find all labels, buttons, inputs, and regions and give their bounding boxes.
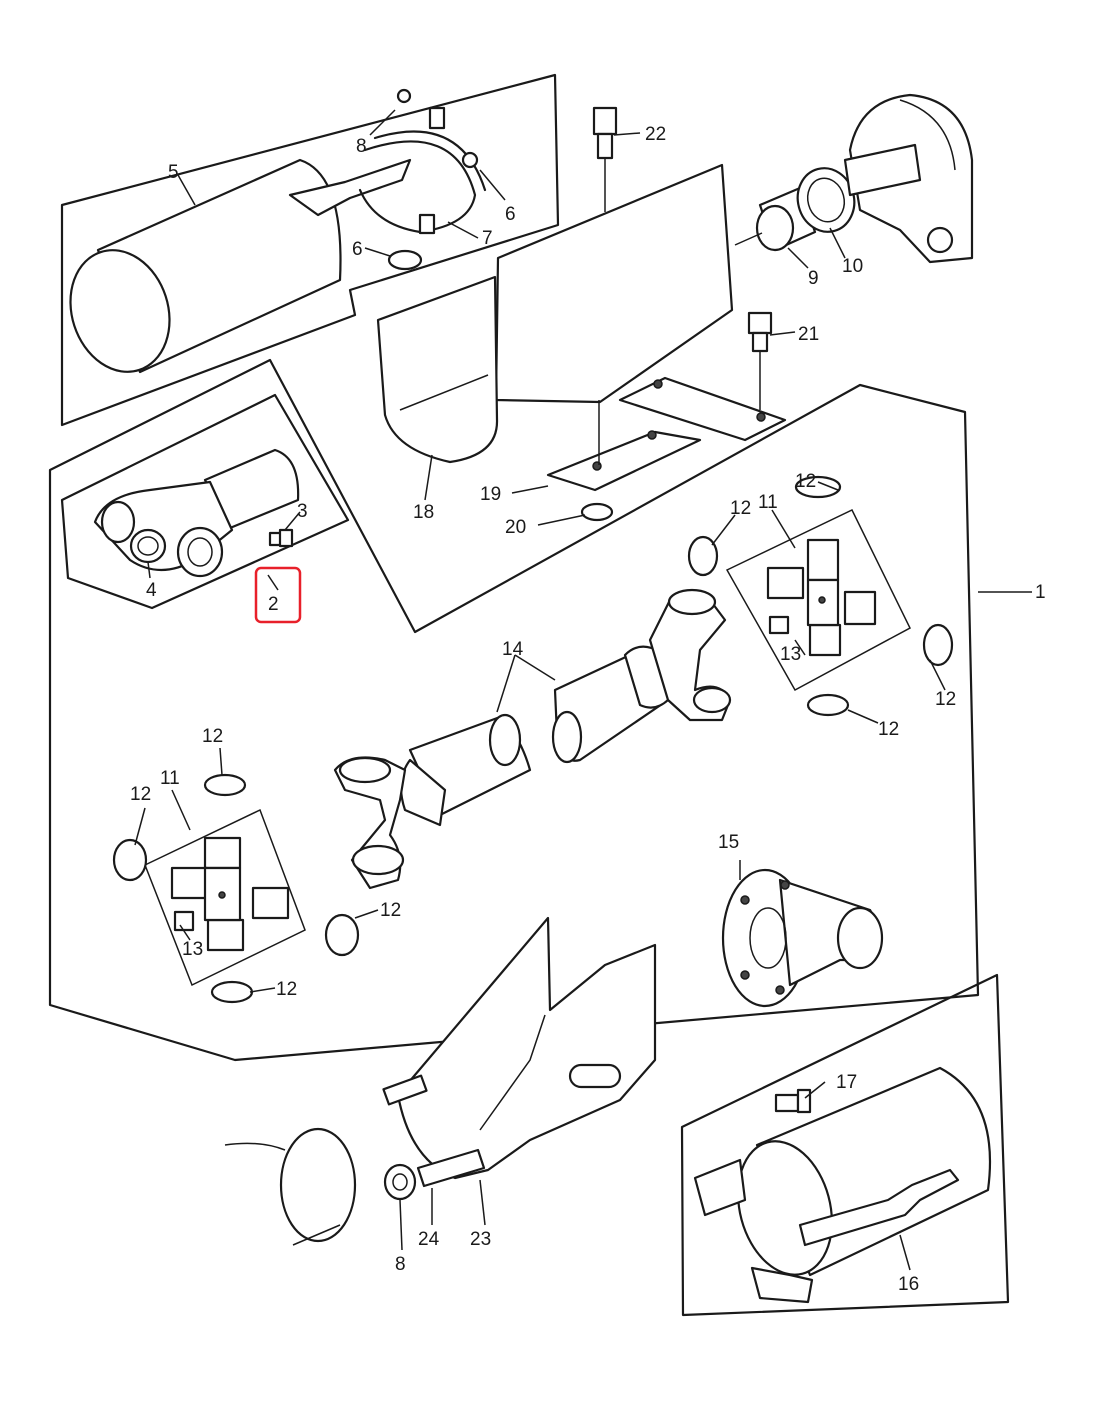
callout-16: 16: [898, 1274, 919, 1295]
callout-4: 4: [146, 580, 157, 601]
panel-yoke: [60, 393, 350, 610]
wingnut-part-6-right: [461, 151, 479, 169]
nut-part-8-top: [396, 88, 412, 104]
callout-23: 23: [470, 1229, 491, 1250]
callout-12b: 12: [730, 498, 751, 519]
callout-12g: 12: [380, 900, 401, 921]
highlight-box-callout-2: [254, 566, 302, 624]
callout-13a: 13: [780, 644, 801, 665]
callout-20: 20: [505, 517, 526, 538]
screw-part-3: [268, 528, 294, 548]
callout-18: 18: [413, 502, 434, 523]
shaft-part-14-lower: [333, 713, 532, 890]
flange-part-15: [721, 868, 884, 1008]
callout-11b: 11: [160, 768, 180, 789]
callout-12a: 12: [795, 471, 816, 492]
panel-guard: [680, 973, 1010, 1317]
callout-19: 19: [480, 484, 501, 505]
callout-labels: 1 2 3 4 5 6 6 7 8 9 10 11 11 12 12 12 12…: [130, 124, 1046, 1295]
bolt-part-21: [747, 311, 773, 353]
callout-12d: 12: [878, 719, 899, 740]
callout-22: 22: [645, 124, 666, 145]
bolt-part-17: [774, 1088, 812, 1114]
callout-13b: 13: [182, 939, 203, 960]
washer-part-20: [580, 502, 614, 522]
bearing-part-4: [129, 528, 167, 564]
panel-outer-driveshaft: [48, 358, 980, 1062]
circlip-part-12: [112, 475, 954, 1004]
callout-9: 9: [808, 268, 819, 289]
output-flange-shaft: [224, 1127, 357, 1246]
callout-6b: 6: [352, 239, 363, 260]
callout-21: 21: [798, 324, 819, 345]
clamp-part-7: [358, 106, 487, 235]
callout-12h: 12: [276, 979, 297, 1000]
callout-8a: 8: [356, 136, 367, 157]
callout-5: 5: [168, 162, 179, 183]
shaft-part-14-upper: [551, 588, 732, 764]
stud-part-24: [416, 1148, 486, 1188]
gearbox-housing: [843, 93, 974, 264]
callout-12f: 12: [130, 784, 151, 805]
yoke-part-2: [93, 448, 300, 578]
callout-14: 14: [502, 639, 524, 660]
callout-3: 3: [297, 501, 308, 522]
leader-lines: [134, 109, 1032, 1271]
guard-part-23: [382, 916, 657, 1180]
callout-12e: 12: [202, 726, 223, 747]
callout-11a: 11: [758, 492, 778, 513]
callout-17: 17: [836, 1072, 857, 1093]
callout-1: 1: [1035, 582, 1046, 603]
callout-15: 15: [718, 832, 739, 853]
callout-24: 24: [418, 1229, 440, 1250]
cross-kit-part-11-right: [725, 509, 911, 692]
panel-top-left: [60, 73, 560, 427]
shield-part-18: [376, 163, 734, 464]
callout-6a: 6: [505, 204, 516, 225]
guard-tube-part-16: [693, 1066, 992, 1304]
wingnut-part-6-lower: [387, 249, 423, 271]
callout-2: 2: [268, 594, 279, 615]
tube-part-5: [69, 158, 412, 374]
callout-8b: 8: [395, 1254, 406, 1275]
bolt-part-22: [592, 106, 618, 160]
nut-part-8-bottom: [383, 1163, 417, 1201]
callout-7: 7: [482, 228, 493, 249]
callout-10: 10: [842, 256, 863, 277]
callout-12c: 12: [935, 689, 956, 710]
cross-kit-part-11-left: [144, 808, 306, 987]
